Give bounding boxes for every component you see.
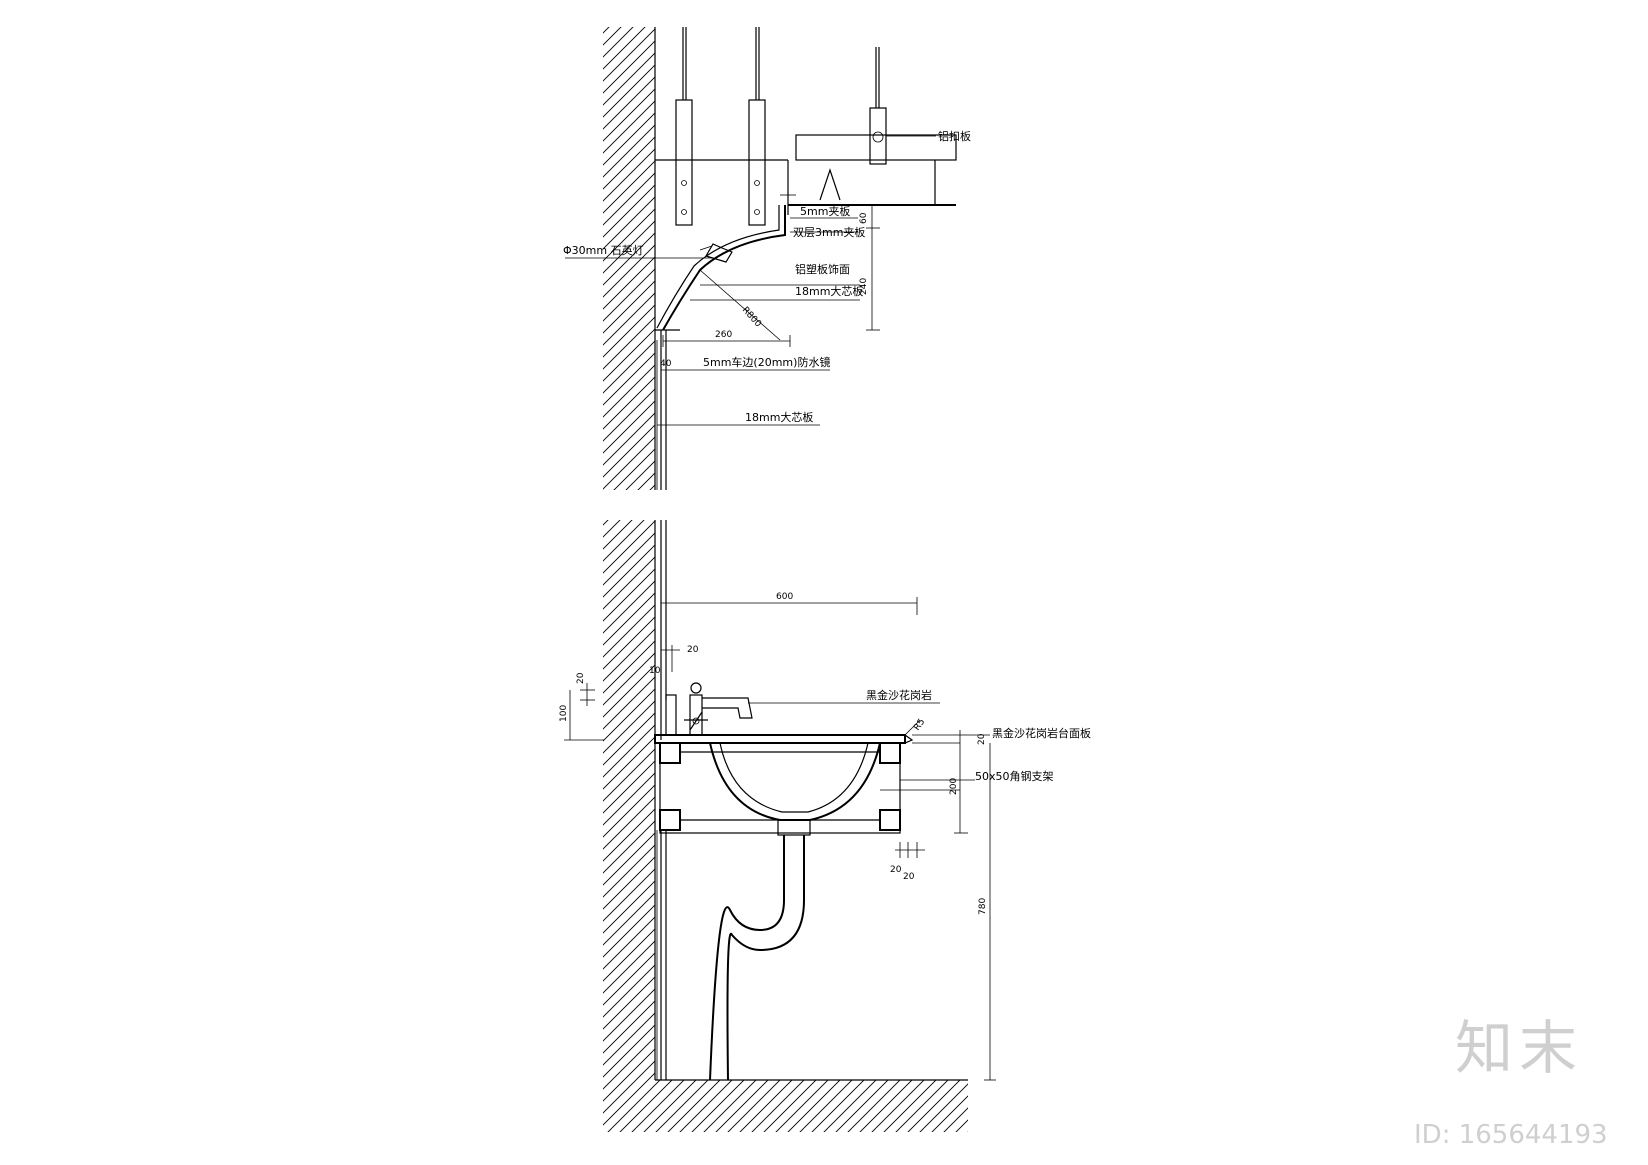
dim-10: 10 <box>649 666 661 676</box>
label-aluminum-plastic: 铝塑板饰面 <box>795 262 850 276</box>
dim-200: 200 <box>949 778 959 795</box>
dim-40: 40 <box>660 359 672 369</box>
label-double-plywood: 双层3mm夹板 <box>793 225 865 239</box>
wall-hatch-lower <box>603 520 655 1132</box>
label-steel-frame: 50x50角钢支架 <box>975 770 1054 783</box>
dim-20-right: 20 <box>977 733 987 745</box>
watermark-id: ID: 165644193 <box>1414 1120 1608 1150</box>
label-plywood-5mm: 5mm夹板 <box>800 204 850 218</box>
label-marble-facing: 黑金沙花岗岩台面板 <box>992 726 1091 740</box>
dim-240: 240 <box>859 278 869 295</box>
floor-hatch <box>655 1080 968 1132</box>
dim-r800: R800 <box>740 305 763 329</box>
dim-780: 780 <box>978 898 988 915</box>
dim-600: 600 <box>776 592 793 602</box>
label-edge-strip: 5mm车边(20mm)防水镜 <box>703 355 830 369</box>
label-blockboard-b: 18mm大芯板 <box>745 410 813 424</box>
upper-section: 铝扣板 5mm夹板 双层3mm夹板 Φ30mm 石英灯 铝塑板饰面 18mm大芯… <box>563 27 971 490</box>
label-lamp: Φ30mm 石英灯 <box>563 243 644 257</box>
dim-20-left: 20 <box>576 672 586 684</box>
dim-260: 260 <box>715 330 732 340</box>
label-blockboard-a: 18mm大芯板 <box>795 284 863 298</box>
label-aluminum-panel: 铝扣板 <box>938 129 971 143</box>
dim-100: 100 <box>559 705 569 722</box>
watermark-logo: 知末 <box>1455 1014 1583 1082</box>
dim-20-bottom-b: 20 <box>903 872 915 882</box>
label-marble-top: 黑金沙花岗岩 <box>866 688 932 702</box>
dim-60: 60 <box>859 212 869 224</box>
wall-hatch-upper <box>603 27 655 490</box>
dim-r5: R5 <box>912 717 927 733</box>
dim-20-bottom-a: 20 <box>890 865 902 875</box>
lower-section: 黑金沙花岗岩 黑金沙花岗岩台面板 50x50角钢支架 600 20 10 20 … <box>559 520 1091 1132</box>
dim-20-top: 20 <box>687 645 699 655</box>
